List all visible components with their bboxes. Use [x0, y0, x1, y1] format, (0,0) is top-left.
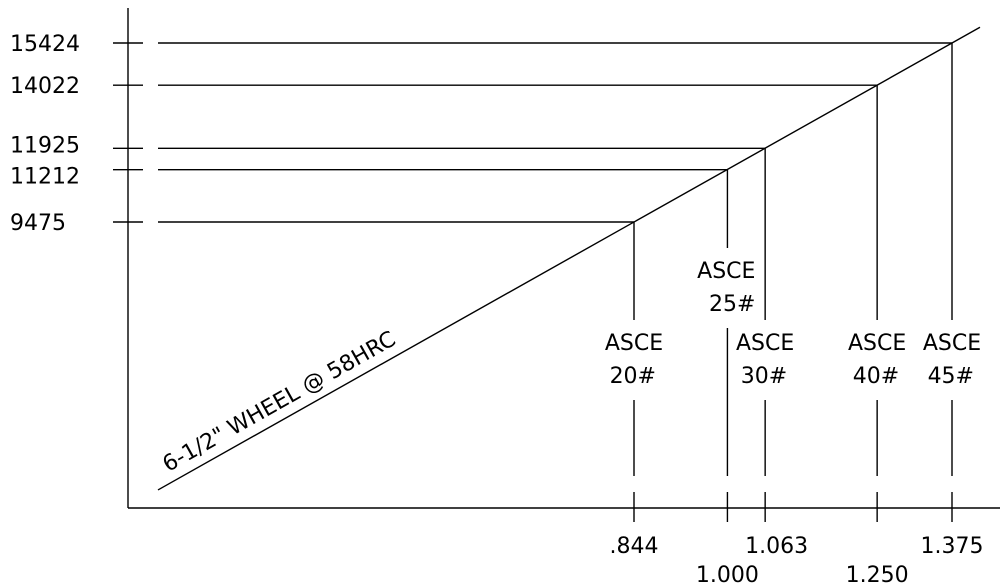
x-tick-label-1.000: 1.000 [696, 563, 759, 588]
rail-label-1.250-name: ASCE [848, 331, 906, 356]
y-tick-label-15424: 15424 [10, 32, 80, 57]
rail-label-.844-weight: 20# [610, 364, 656, 389]
rail-label-.844-name: ASCE [605, 331, 663, 356]
guide-lines [113, 42, 953, 522]
x-tick-label-.844: .844 [610, 534, 659, 559]
y-tick-label-14022: 14022 [10, 74, 80, 99]
axes [127, 8, 1000, 509]
rail-label-1.063-name: ASCE [736, 331, 794, 356]
rail-label-1.375-name: ASCE [923, 331, 981, 356]
rail-label-1.000-name: ASCE [697, 259, 755, 284]
rail-label-1.250-weight: 40# [853, 364, 899, 389]
series-label: 6-1/2" WHEEL @ 58HRC [159, 327, 400, 478]
y-tick-label-11212: 11212 [10, 165, 80, 190]
series-line [157, 26, 981, 491]
rail-label-1.000-weight: 25# [709, 292, 755, 317]
rail-label-1.063-weight: 30# [741, 364, 787, 389]
rail-label-1.375-weight: 45# [928, 364, 974, 389]
x-tick-label-1.250: 1.250 [846, 563, 909, 588]
x-tick-label-1.375: 1.375 [921, 534, 984, 559]
tick-labels: 9475 .844 ASCE 20# 11212 1.000 ASCE 25# 11925 1.0… [10, 32, 983, 588]
y-tick-label-11925: 11925 [10, 133, 80, 158]
x-tick-label-1.063: 1.063 [745, 534, 808, 559]
y-tick-label-9475: 9475 [10, 211, 66, 236]
